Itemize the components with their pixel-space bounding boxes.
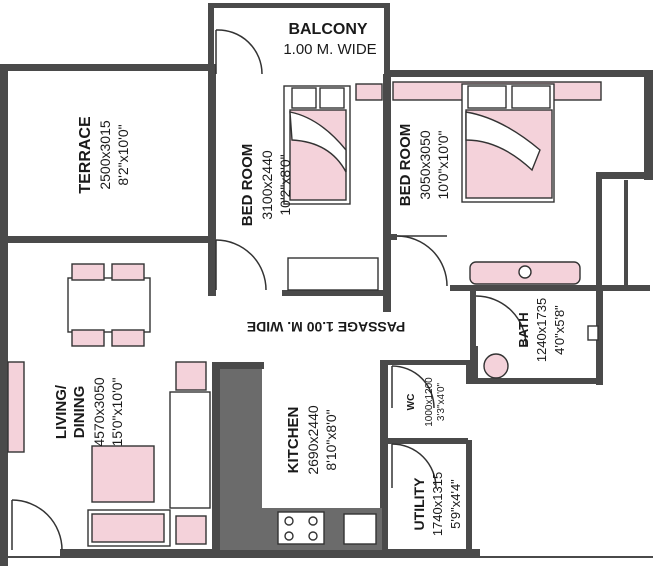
terrace-size-mm: 2500x3015 xyxy=(97,120,113,190)
bath-door-swing xyxy=(475,295,527,347)
dining-table xyxy=(67,263,151,347)
bedroom1-size-ft: 10'2"x8'0" xyxy=(277,154,293,215)
armchair-bottom xyxy=(175,515,207,545)
kitchen-name: KITCHEN xyxy=(285,407,302,474)
utility-size-mm: 1740x1315 xyxy=(430,472,445,536)
bedroom1-wardrobe xyxy=(287,257,379,291)
entry-door-swing xyxy=(11,499,63,551)
sofa xyxy=(169,391,211,509)
doors xyxy=(11,29,527,551)
furniture xyxy=(7,81,602,550)
bath-tap xyxy=(587,325,599,341)
living-name: LIVING/ xyxy=(53,384,70,439)
utility-door-swing xyxy=(391,443,437,489)
bedroom2-size-mm: 3050x3050 xyxy=(417,130,433,200)
utility-size-ft: 5'9"x4'4" xyxy=(448,479,463,529)
terrace-name: TERRACE xyxy=(77,116,94,194)
bed-bedroom2 xyxy=(461,83,555,203)
living-name-2: DINING xyxy=(71,386,88,439)
walls xyxy=(0,3,653,566)
bedroom1-door-swing xyxy=(215,239,267,291)
room-labels: BALCONY 1.00 M. WIDE TERRACE 2500x3015 8… xyxy=(53,21,567,536)
balcony-size: 1.00 M. WIDE xyxy=(283,41,376,58)
bedroom2-name: BED ROOM xyxy=(397,124,414,207)
kitchen-counter-left xyxy=(220,369,262,509)
bath-size-mm: 1240x1735 xyxy=(534,298,549,362)
window-sill xyxy=(355,83,383,101)
bedroom1-size-mm: 3100x2440 xyxy=(259,150,275,220)
tv-unit xyxy=(7,361,25,453)
coffee-table xyxy=(91,445,155,503)
bath-size-ft: 4'0"x5'8" xyxy=(552,305,567,355)
bath-name: BATH xyxy=(516,312,531,347)
armchair-top xyxy=(175,361,207,391)
utility-name: UTILITY xyxy=(411,477,427,531)
bedroom1-name: BED ROOM xyxy=(239,144,256,227)
balcony-name: BALCONY xyxy=(288,21,367,38)
passage-label: PASSAGE 1.00 M. WIDE xyxy=(247,319,405,335)
sink xyxy=(343,513,377,545)
bed-bedroom1 xyxy=(283,85,351,205)
wc-size-ft: 3'3"x4'0" xyxy=(436,382,447,421)
kitchen-size-mm: 2690x2440 xyxy=(305,405,321,475)
bedroom2-door-swing xyxy=(396,235,448,287)
terrace-size-ft: 8'2"x10'0" xyxy=(115,124,131,185)
wc-name: WC xyxy=(406,394,417,411)
balcony-door-swing xyxy=(215,29,263,75)
stove xyxy=(277,511,325,545)
bedroom2-size-ft: 10'0"x10'0" xyxy=(435,130,451,199)
kitchen-size-ft: 8'10"x8'0" xyxy=(323,409,339,470)
wc-size-mm: 1000x1200 xyxy=(424,377,435,427)
living-size-mm: 4570x3050 xyxy=(91,377,107,447)
bath-basin xyxy=(483,353,509,379)
wc-door-swing xyxy=(391,365,435,409)
living-size-ft: 15'0"x10'0" xyxy=(109,377,125,446)
